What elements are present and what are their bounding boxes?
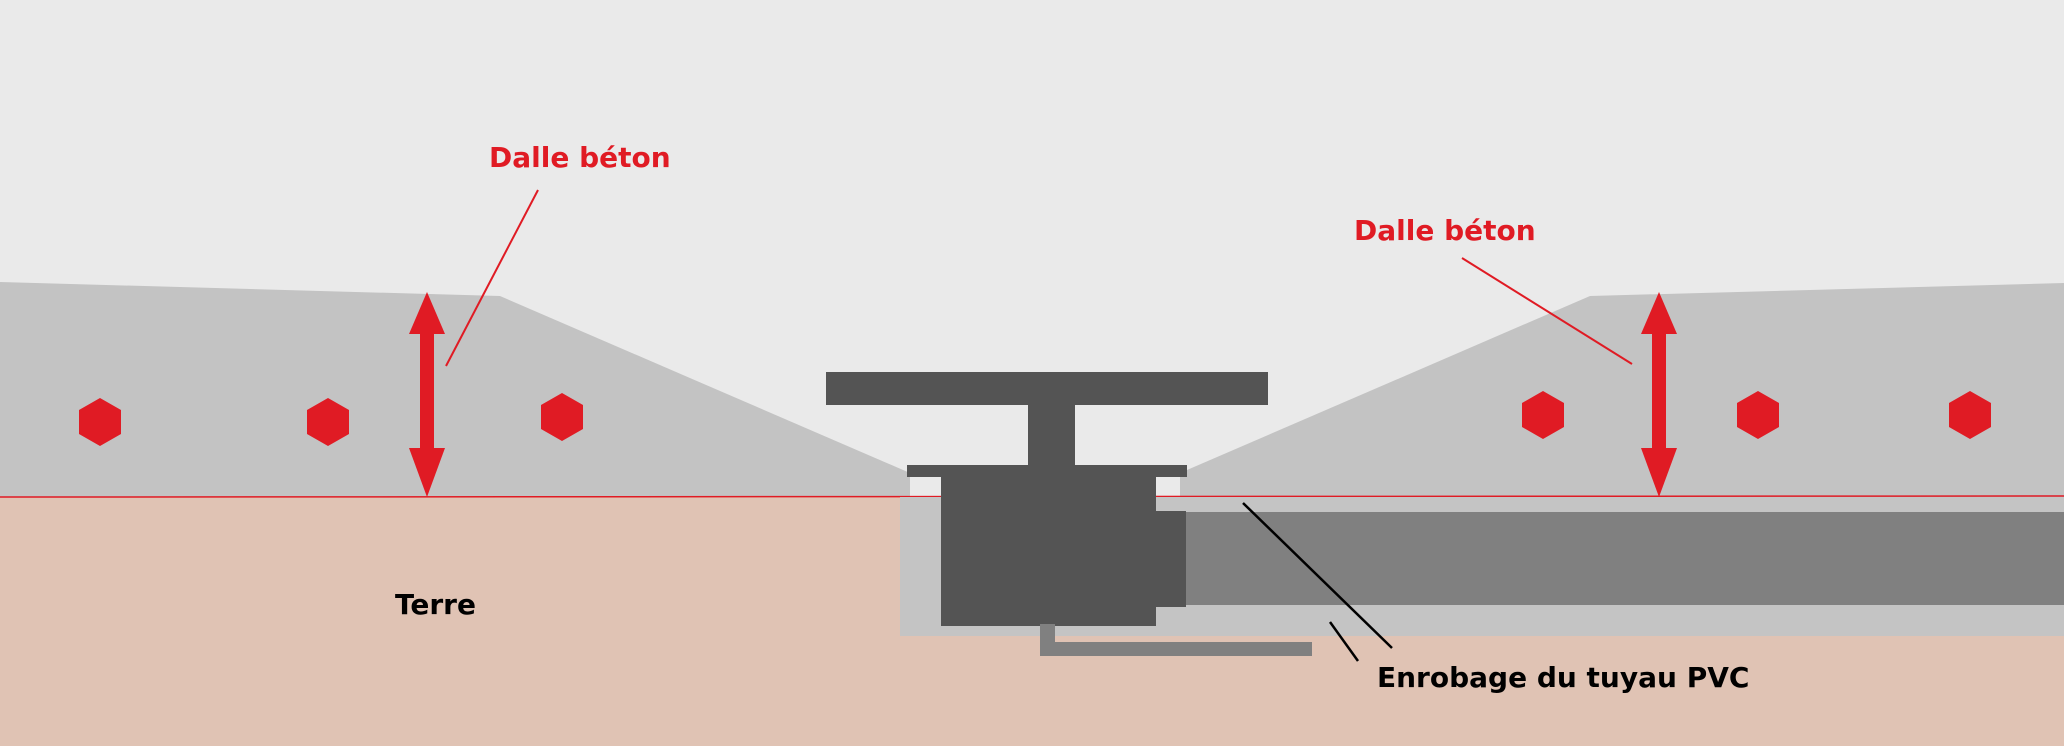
leader-line-coating [1242,502,1393,649]
pvc-pipe [1180,512,2064,605]
drain-flange [907,465,1187,477]
label-pipe-coating: Enrobage du tuyau PVC [1377,661,1749,694]
rebar-hexagon-icon [79,398,121,446]
drain-stem [1028,402,1075,467]
label-slab-right: Dalle béton [1354,214,1536,247]
slab-thickness-arrow-right [1641,292,1677,497]
support-bracket-horizontal [1040,642,1312,656]
label-slab-left: Dalle béton [489,141,671,174]
concrete-slab-right [1180,283,2064,497]
leader-line-slab-right [1461,257,1633,365]
drain-body [941,476,1156,626]
label-soil: Terre [395,588,476,621]
rebar-hexagon-icon [541,393,583,441]
slab-thickness-arrow-left [409,292,445,497]
drain-outlet [1148,511,1186,607]
rebar-hexagon-icon [1737,391,1779,439]
leader-line-coating-short [1328,621,1360,662]
rebar-hexagon-icon [1949,391,1991,439]
drain-grate-top [826,372,1268,405]
concrete-slab-left [0,282,910,497]
rebar-hexagon-icon [307,398,349,446]
leader-line-slab-left [445,189,539,367]
rebar-hexagon-icon [1522,391,1564,439]
